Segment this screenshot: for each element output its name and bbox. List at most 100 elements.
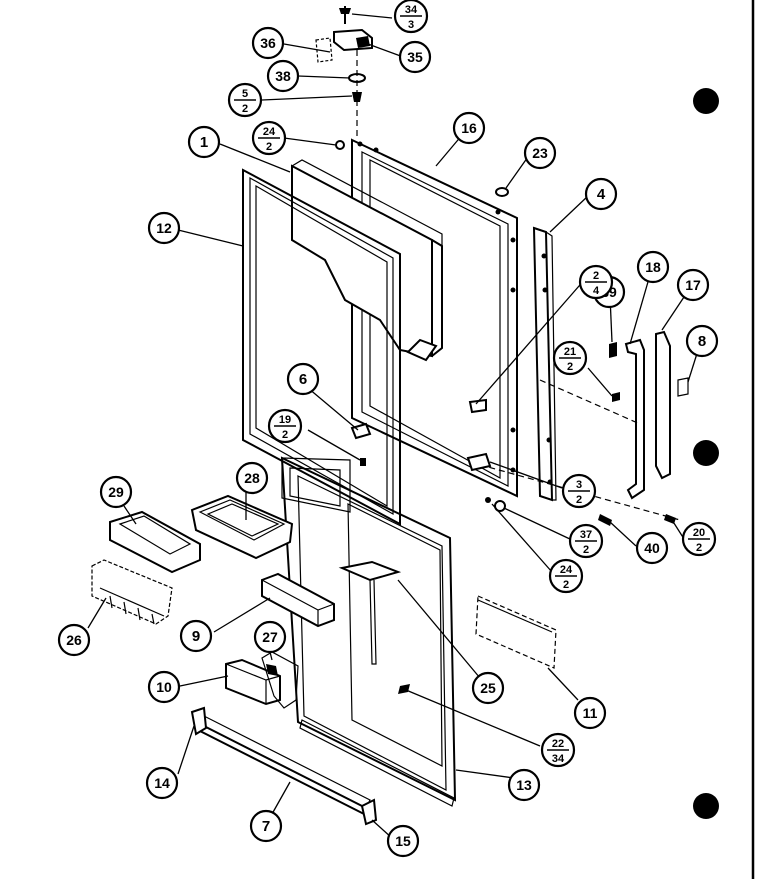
callout-number: 28 bbox=[244, 470, 260, 486]
callout-number: 18 bbox=[645, 259, 661, 275]
callout-number: 26 bbox=[66, 632, 82, 648]
callout-number: 13 bbox=[516, 777, 532, 793]
callout-number: 25 bbox=[480, 680, 496, 696]
callout-14: 14 bbox=[145, 766, 179, 800]
screw-21 bbox=[612, 392, 620, 402]
callout-16: 16 bbox=[452, 111, 486, 145]
fraction-denominator: 2 bbox=[266, 141, 272, 153]
callout-38: 38 bbox=[266, 59, 300, 93]
callout-29: 29 bbox=[99, 475, 133, 509]
screw-24 bbox=[335, 140, 345, 150]
fraction-numerator: 3 bbox=[576, 479, 582, 491]
callout-bubble bbox=[235, 461, 269, 495]
callout-number: 15 bbox=[395, 833, 411, 849]
binder-hole-middle bbox=[693, 440, 719, 466]
callout-4: 4 bbox=[584, 177, 618, 211]
callout-15: 15 bbox=[386, 824, 420, 858]
callout-bubble bbox=[398, 40, 432, 74]
fraction-callout-3-2: 32 bbox=[561, 473, 597, 509]
fraction-callout-20-2: 202 bbox=[681, 521, 717, 557]
alignment-line bbox=[469, 461, 681, 521]
callout-25: 25 bbox=[471, 671, 505, 705]
hinge-strip-4 bbox=[532, 226, 557, 502]
fraction-denominator: 2 bbox=[576, 494, 582, 506]
callout-1: 1 bbox=[187, 125, 221, 159]
fraction-numerator: 37 bbox=[580, 529, 592, 541]
callout-7: 7 bbox=[249, 809, 283, 843]
callout-bubble bbox=[452, 111, 486, 145]
callout-number: 9 bbox=[192, 628, 200, 645]
door-frame-16 bbox=[351, 138, 518, 498]
callout-number: 8 bbox=[698, 333, 706, 350]
fraction-numerator: 24 bbox=[560, 564, 573, 576]
fraction-callout-24-2: 242 bbox=[548, 558, 584, 594]
callout-bubble bbox=[147, 211, 181, 245]
fraction-denominator: 4 bbox=[593, 285, 600, 297]
callout-bubble bbox=[253, 620, 287, 654]
callout-number: 1 bbox=[200, 134, 208, 151]
callout-number: 23 bbox=[532, 145, 548, 161]
callout-12: 12 bbox=[147, 211, 181, 245]
callout-13: 13 bbox=[507, 768, 541, 802]
door-handle-18 bbox=[609, 338, 645, 500]
screw-24b bbox=[485, 497, 491, 503]
callout-bubble bbox=[145, 766, 179, 800]
leader-lines bbox=[87, 13, 701, 839]
bracket-6 bbox=[350, 422, 372, 440]
fraction-numerator: 20 bbox=[693, 527, 705, 539]
fraction-callout-5-2: 52 bbox=[227, 82, 263, 118]
kick-plate-7 bbox=[196, 715, 371, 816]
bracket-14 bbox=[190, 706, 208, 736]
fraction-denominator: 2 bbox=[696, 542, 702, 554]
callout-bubble bbox=[251, 26, 285, 60]
bin-29 bbox=[109, 510, 201, 574]
door-bar-9 bbox=[261, 572, 335, 628]
fraction-numerator: 24 bbox=[263, 126, 276, 138]
fraction-numerator: 22 bbox=[552, 738, 564, 750]
callout-6: 6 bbox=[286, 362, 320, 396]
fraction-callout-24-2: 242 bbox=[251, 120, 287, 156]
fraction-callout-34-3: 343 bbox=[393, 0, 429, 34]
callout-number: 12 bbox=[156, 220, 172, 236]
callout-bubble bbox=[57, 623, 91, 657]
callout-number: 16 bbox=[461, 120, 477, 136]
callout-bubble bbox=[507, 768, 541, 802]
callout-bubble bbox=[187, 125, 221, 159]
callout-bubble bbox=[99, 475, 133, 509]
bracket-15 bbox=[360, 798, 378, 826]
callout-bubble bbox=[147, 670, 181, 704]
callout-11: 11 bbox=[573, 696, 607, 730]
fraction-denominator: 2 bbox=[583, 544, 589, 556]
screw-19 bbox=[360, 458, 366, 466]
callout-number: 17 bbox=[685, 277, 701, 293]
fraction-numerator: 34 bbox=[405, 4, 418, 16]
fraction-denominator: 2 bbox=[567, 361, 573, 373]
fraction-callout-37-2: 372 bbox=[568, 523, 604, 559]
callout-bubble bbox=[523, 136, 557, 170]
fraction-numerator: 19 bbox=[279, 414, 291, 426]
fraction-numerator: 2 bbox=[593, 270, 599, 282]
fraction-denominator: 34 bbox=[552, 753, 565, 765]
door-liner-1 bbox=[291, 159, 443, 362]
ice-tray-26 bbox=[91, 559, 173, 625]
binder-hole-bottom bbox=[693, 793, 719, 819]
callout-number: 36 bbox=[260, 35, 276, 51]
fraction-denominator: 2 bbox=[282, 429, 288, 441]
callout-35: 35 bbox=[398, 40, 432, 74]
hinge-bottom-3 bbox=[466, 452, 492, 472]
fraction-numerator: 21 bbox=[564, 346, 576, 358]
callout-17: 17 bbox=[676, 268, 710, 302]
callout-27: 27 bbox=[253, 620, 287, 654]
callout-bubble bbox=[179, 619, 213, 653]
callout-bubble bbox=[249, 809, 283, 843]
fraction-denominator: 2 bbox=[563, 579, 569, 591]
bin-28 bbox=[190, 494, 294, 560]
callout-bubble bbox=[386, 824, 420, 858]
callout-bubble bbox=[573, 696, 607, 730]
fraction-denominator: 3 bbox=[408, 19, 414, 31]
callout-8: 8 bbox=[685, 324, 719, 358]
